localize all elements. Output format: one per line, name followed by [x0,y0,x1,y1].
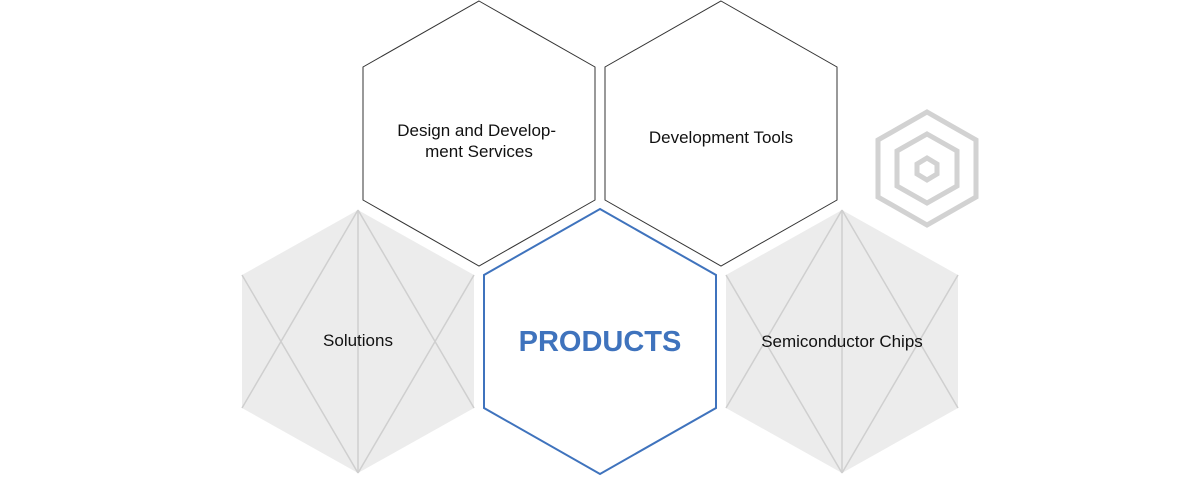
products-label: PRODUCTS [519,326,682,358]
design-development-services-label-line-2: ment Services [425,142,533,161]
svg-text:Design and Develop- ment: Design and Develop- ment Services [397,121,561,161]
products-hex-shape [483,207,717,476]
semiconductor-chips-label: Semiconductor Chips [761,332,923,351]
design-development-services-hex-button[interactable]: Design and Develop- ment Services [362,0,596,267]
svg-text:PRODUCTS: PRODUCTS [519,326,682,358]
solutions-label: Solutions [323,331,393,350]
design-development-services-hex-shape [362,0,596,267]
svg-text:Solutions: Solutions [323,331,393,350]
solutions-hex-button[interactable]: Solutions [241,209,475,474]
nested-hexagon-icon [875,109,979,228]
products-hex-button[interactable]: PRODUCTS [483,207,717,476]
svg-text:Semiconductor Chips: Semiconductor Chips [761,332,923,351]
semiconductor-chips-hex-button[interactable]: Semiconductor Chips [725,209,959,474]
solutions-placeholder-cross [241,209,475,474]
svg-text:Development Tools: Development Tools [649,128,793,147]
development-tools-label: Development Tools [649,128,793,147]
design-development-services-label-line-1: Design and Develop- [397,121,556,140]
development-tools-hex-button[interactable]: Development Tools [604,0,838,267]
semiconductor-chips-placeholder-cross [725,209,959,474]
development-tools-hex-shape [604,0,838,267]
